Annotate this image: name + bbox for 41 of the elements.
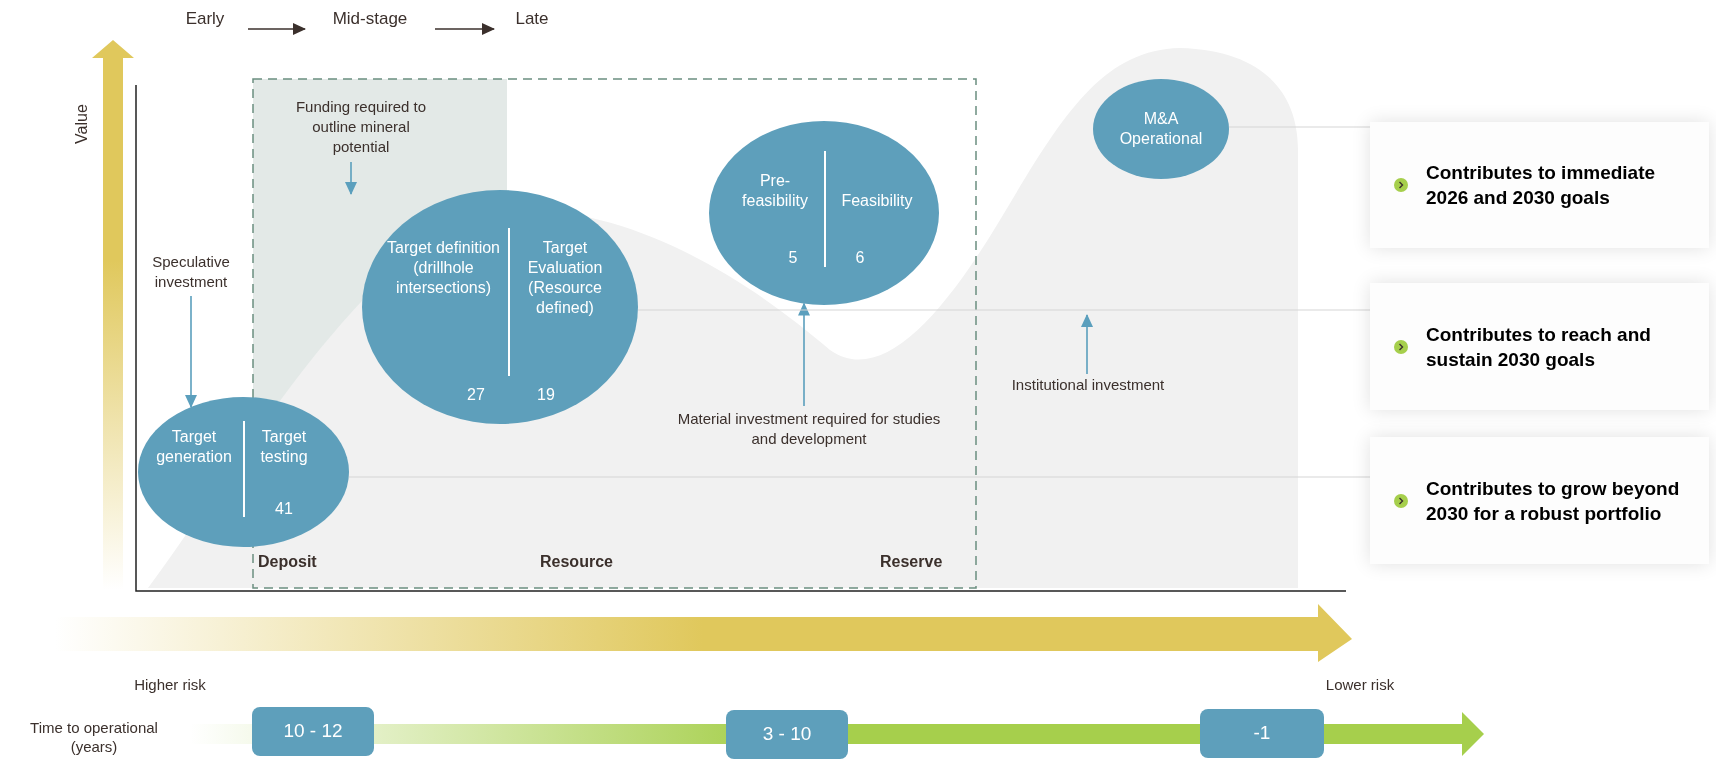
count-text: 6 <box>854 248 866 268</box>
axis-label: Reserve <box>880 552 944 572</box>
arrow <box>345 161 357 195</box>
goal-card <box>1370 437 1709 564</box>
stage-label: Mid-stage <box>305 6 435 38</box>
stage-text: Target definition (drillhole intersections) <box>386 238 501 298</box>
goal-card <box>1370 122 1709 248</box>
annotation-text: Speculative investment <box>131 250 251 294</box>
goal-text: Contributes to reach and sustain 2030 goals <box>1426 322 1652 372</box>
axis-label: Time to operational (years) <box>29 718 159 756</box>
stage-text: Target testing <box>259 427 309 467</box>
stage-text: Target generation <box>155 427 233 467</box>
time-pill: 3 - 10 <box>726 710 848 759</box>
stage-label: Late <box>494 6 570 38</box>
axis-label: Deposit <box>258 552 318 572</box>
goal-text: Contributes to grow beyond 2030 for a robust portfolio <box>1426 476 1681 526</box>
count-text: 19 <box>536 385 556 405</box>
annotation-text: Funding required to outline mineral potential <box>290 94 432 160</box>
axis-label: Lower risk <box>1324 675 1396 695</box>
axis-label: Resource <box>540 552 614 572</box>
stage-text: M&A Operational <box>1118 109 1204 149</box>
axis-label: Value <box>72 103 91 146</box>
annotation-text: Institutional investment <box>990 374 1186 396</box>
count-text: 41 <box>274 499 294 519</box>
goal-card <box>1370 283 1709 410</box>
arrow <box>434 23 495 35</box>
arrow <box>1081 314 1093 375</box>
count-text: 5 <box>787 248 799 268</box>
stage-text: Pre-feasibility <box>741 171 809 211</box>
annotation-text: Material investment required for studies and development <box>674 406 944 452</box>
count-text: 27 <box>466 385 486 405</box>
time-pill: -1 <box>1200 709 1324 758</box>
arrow <box>798 302 810 407</box>
goal-text: Contributes to immediate 2026 and 2030 goals <box>1426 161 1657 210</box>
time-pill: 10 - 12 <box>252 707 374 756</box>
stage-text: Target Evaluation (Resource defined) <box>526 238 604 318</box>
stage-label: Early <box>162 6 248 38</box>
axis-label: Higher risk <box>133 675 207 695</box>
arrow <box>185 295 197 408</box>
stage-text: Feasibility <box>840 191 914 211</box>
arrow <box>247 23 306 35</box>
